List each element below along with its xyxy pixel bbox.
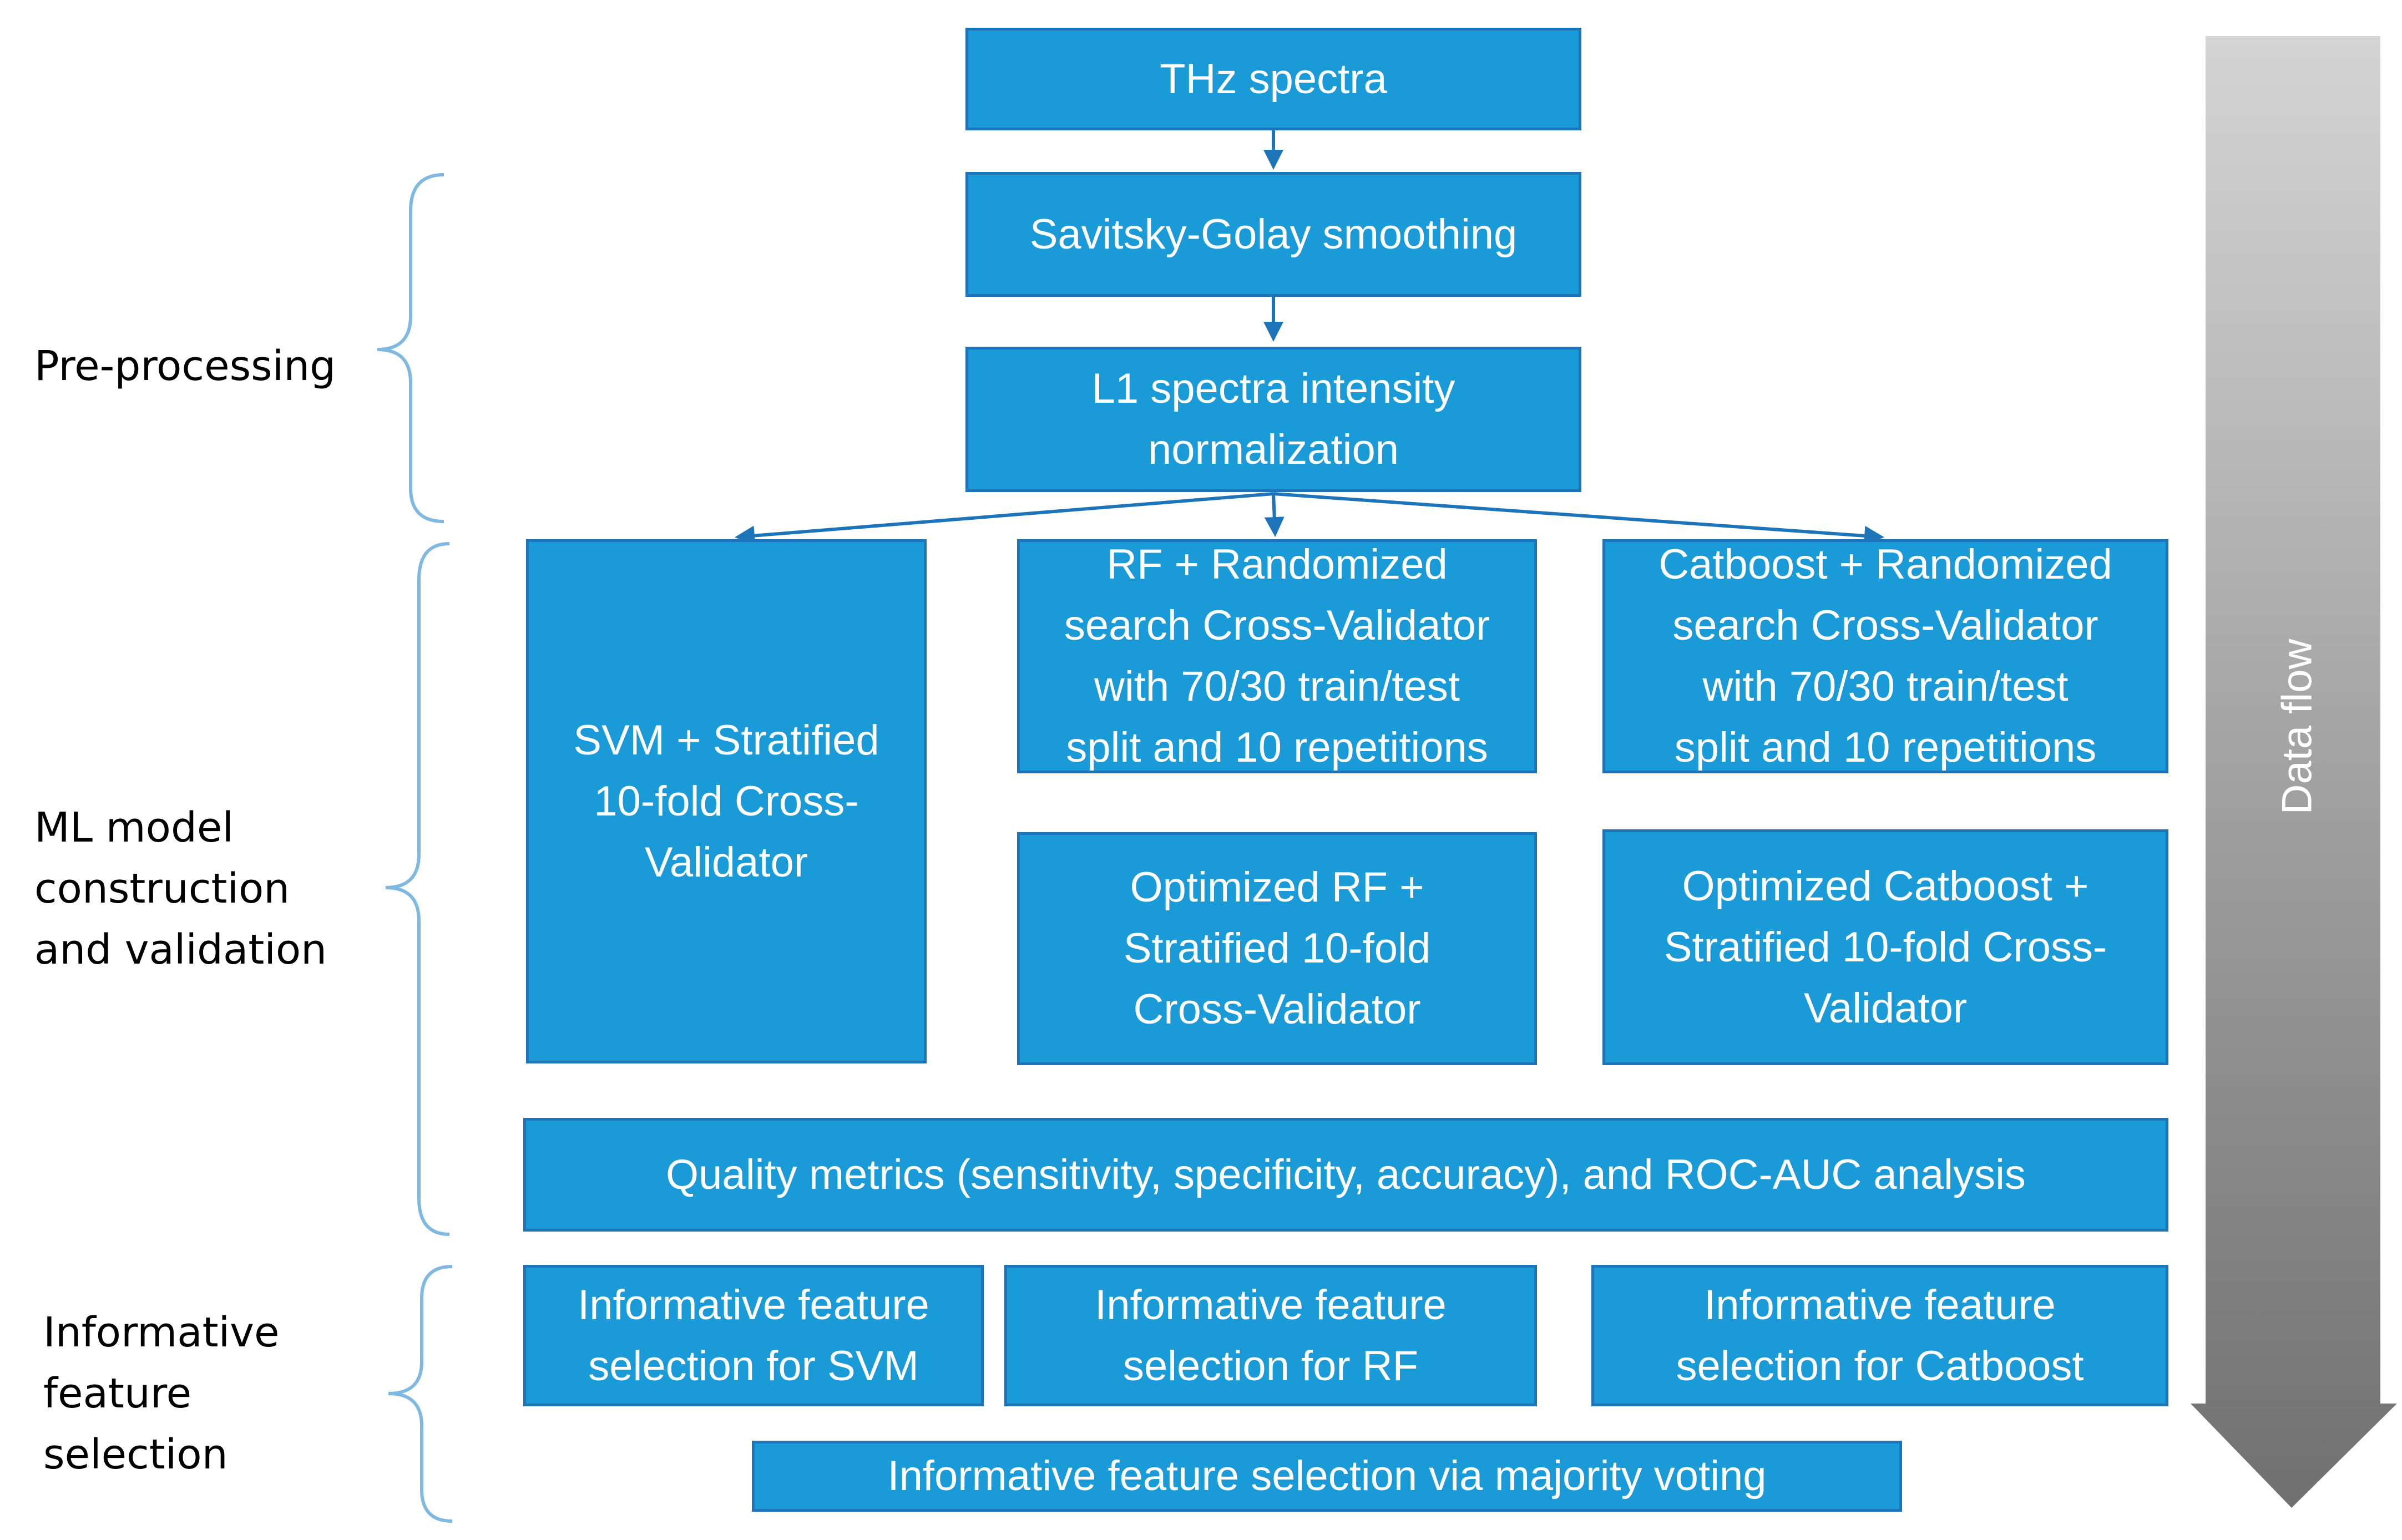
brace-ml-model [385,542,450,1236]
optimized-rf-line: Cross-Validator [1133,986,1421,1033]
svm-box: SVM + Stratified 10-fold Cross- Validato… [526,539,927,1063]
rf-randomized-search-line: search Cross-Validator [1064,602,1490,649]
connector-l1-to-rf [1264,493,1285,537]
feature-selection-rf-line: selection for RF [1122,1342,1419,1390]
feature-selection-catboost-line: selection for Catboost [1676,1342,2084,1390]
quality-metrics-text: Quality metrics (sensitivity, specificit… [666,1151,2026,1198]
stage-label-feature-line: feature [43,1370,192,1417]
connector-l1-to-catboost [1273,492,1884,546]
stage-label-ml-model-line: construction [34,865,290,913]
stage-label-feature-line: selection [43,1431,228,1478]
feature-selection-rf-box: Informative feature selection for RF [1004,1265,1537,1406]
catboost-randomized-search-line: with 70/30 train/test [1702,663,2069,710]
rf-randomized-search-line: split and 10 repetitions [1066,724,1488,771]
feature-selection-svm-box: Informative feature selection for SVM [523,1265,984,1406]
optimized-rf-line: Stratified 10-fold [1123,925,1431,972]
catboost-randomized-search-box: Catboost + Randomized search Cross-Valid… [1602,539,2168,773]
rf-randomized-search-line: RF + Randomized [1106,541,1448,588]
catboost-randomized-search-line: Catboost + Randomized [1658,541,2112,588]
feature-selection-catboost-line: Informative feature [1704,1281,2056,1329]
savitsky-golay-box: Savitsky-Golay smoothing [965,172,1581,297]
optimized-catboost-line: Optimized Catboost + [1682,862,2089,910]
stage-label-ml-model-line: ML model [34,804,234,852]
majority-voting-box: Informative feature selection via majori… [752,1441,1902,1512]
stage-label-preprocessing-text: Pre-processing [34,342,336,390]
stage-label-preprocessing: Pre-processing [34,336,336,397]
stage-label-ml-model-line: and validation [34,926,327,974]
svm-line: 10-fold Cross- [594,777,859,825]
optimized-catboost-line: Stratified 10-fold Cross- [1663,923,2107,971]
data-flow-label: Data flow [2273,639,2321,815]
rf-randomized-search-line: with 70/30 train/test [1094,663,1460,710]
majority-voting-text: Informative feature selection via majori… [887,1452,1767,1500]
connector-l1-to-svm [735,492,1274,546]
brace-preprocessing [377,173,444,523]
thz-spectra-text: THz spectra [1160,55,1387,103]
optimized-rf-line: Optimized RF + [1130,864,1424,911]
quality-metrics-box: Quality metrics (sensitivity, specificit… [523,1118,2168,1232]
stage-label-feature-line: Informative [43,1309,280,1356]
feature-selection-svm-line: selection for SVM [588,1342,919,1390]
data-flow-arrow [2191,36,2397,1508]
l1-normalization-line: normalization [1147,426,1399,473]
feature-selection-rf-line: Informative feature [1095,1281,1447,1329]
rf-randomized-search-box: RF + Randomized search Cross-Validator w… [1017,539,1537,773]
stage-label-ml-model: ML model construction and validation [34,797,327,980]
feature-selection-catboost-box: Informative feature selection for Catboo… [1591,1265,2168,1406]
thz-spectra-box: THz spectra [965,28,1581,130]
catboost-randomized-search-line: split and 10 repetitions [1674,724,2097,771]
brace-feature-selection [388,1265,453,1523]
catboost-randomized-search-line: search Cross-Validator [1672,602,2098,649]
savitsky-golay-text: Savitsky-Golay smoothing [1029,210,1518,258]
optimized-catboost-box: Optimized Catboost + Stratified 10-fold … [1602,829,2168,1065]
optimized-catboost-line: Validator [1803,984,1968,1032]
svm-line: SVM + Stratified [573,716,879,764]
svm-line: Validator [644,838,808,886]
feature-selection-svm-line: Informative feature [578,1281,929,1329]
optimized-rf-box: Optimized RF + Stratified 10-fold Cross-… [1017,832,1537,1065]
l1-normalization-line: L1 spectra intensity [1091,365,1455,412]
l1-normalization-box: L1 spectra intensity normalization [965,347,1581,492]
stage-label-feature-selection: Informative feature selection [43,1302,280,1485]
